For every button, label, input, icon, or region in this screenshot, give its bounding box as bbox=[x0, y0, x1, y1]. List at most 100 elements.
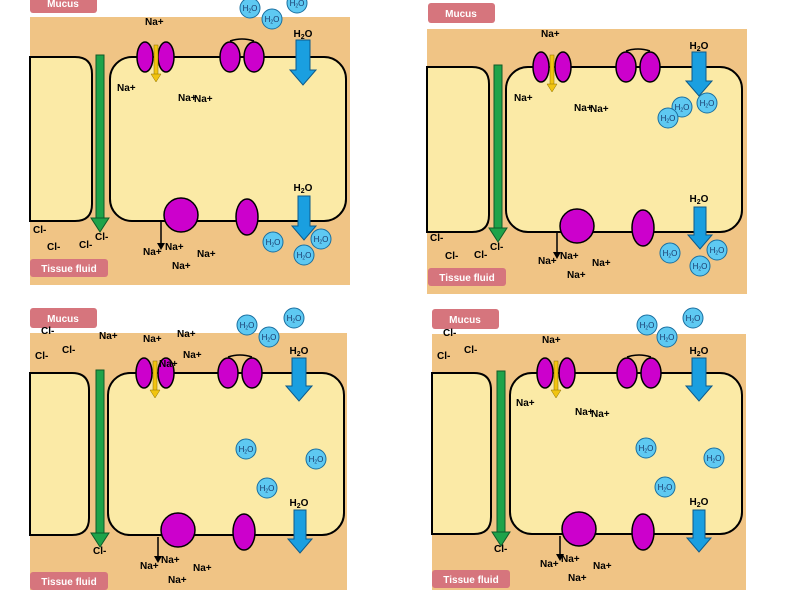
na-ion-label: Na+ bbox=[161, 555, 180, 566]
blue-arrow-bottom bbox=[686, 206, 714, 250]
na-ion-label: Na+ bbox=[178, 93, 197, 104]
mucus-label: Mucus bbox=[445, 9, 477, 20]
water-molecule bbox=[262, 231, 284, 253]
water-label: H2O bbox=[690, 346, 709, 358]
water-molecule bbox=[283, 307, 305, 329]
left-cell bbox=[29, 56, 93, 222]
green-arrow bbox=[95, 369, 105, 536]
na-channel bbox=[136, 41, 154, 73]
water-label: H2O bbox=[290, 346, 309, 358]
mucus-label-box bbox=[30, 308, 97, 328]
water-molecule bbox=[258, 326, 280, 348]
na-ion-label: Na+ bbox=[540, 559, 559, 570]
na-channel bbox=[536, 357, 554, 389]
green-arrow-head bbox=[90, 217, 110, 233]
yellow-arrow-head bbox=[550, 389, 562, 399]
panel-bottom-left: Mucus H2O H2O Tissue fluid Na+Na+Na+Na+N… bbox=[29, 307, 347, 590]
na-ion-label: Na+ bbox=[561, 554, 580, 565]
na-ion-label: Na+ bbox=[143, 247, 162, 258]
water-molecule bbox=[682, 307, 704, 329]
cl-ion-label: Cl- bbox=[62, 345, 75, 356]
na-channel bbox=[532, 51, 550, 83]
water-channel bbox=[217, 357, 239, 389]
tissue-fluid-label-box bbox=[30, 572, 108, 590]
water-channel bbox=[243, 41, 265, 73]
panel-bottom-right: Mucus H2O H2O Tissue fluid Na+Na+Na+Na+N… bbox=[431, 307, 746, 590]
yellow-arrow-head bbox=[546, 83, 558, 93]
na-ion-label: Na+ bbox=[516, 398, 535, 409]
basal-channel bbox=[232, 513, 256, 551]
water-molecule bbox=[703, 447, 725, 469]
water-molecule bbox=[636, 314, 658, 336]
tissue-fluid-label: Tissue fluid bbox=[439, 273, 494, 284]
tissue-fluid-label-box bbox=[432, 570, 510, 588]
basal-channel bbox=[631, 209, 655, 247]
water-molecule bbox=[635, 437, 657, 459]
na-ion-label: Na+ bbox=[591, 409, 610, 420]
ion-labels: Na+Na+Na+Na+Na+Na+Na+Na+Na+Cl-Cl-Cl-Cl- bbox=[35, 326, 212, 586]
cl-ion-label: Cl- bbox=[430, 233, 443, 244]
na-ion-label: Na+ bbox=[159, 359, 178, 370]
cl-ion-label: Cl- bbox=[474, 250, 487, 261]
ion-labels: Na+Na+Na+Na+Na+Na+Na+Na+Cl-Cl-Cl-Cl- bbox=[430, 29, 611, 281]
basal-channel bbox=[631, 513, 655, 551]
mucus-label: Mucus bbox=[449, 315, 481, 326]
water-label: H2O bbox=[294, 183, 313, 195]
water-molecule bbox=[235, 438, 257, 460]
water-molecule bbox=[656, 326, 678, 348]
water-molecule bbox=[286, 0, 308, 14]
na-ion-label: Na+ bbox=[593, 561, 612, 572]
water-molecule bbox=[706, 239, 728, 261]
blue-arrow-bottom bbox=[290, 195, 318, 241]
water-channel bbox=[241, 357, 263, 389]
water-channel bbox=[640, 357, 662, 389]
cl-ion-label: Cl- bbox=[35, 351, 48, 362]
yellow-arrow bbox=[549, 54, 555, 86]
na-ion-label: Na+ bbox=[165, 242, 184, 253]
green-arrow bbox=[496, 370, 506, 535]
na-ion-label: Na+ bbox=[183, 350, 202, 361]
na-ion-label: Na+ bbox=[193, 563, 212, 574]
channel-link bbox=[626, 354, 652, 358]
cl-ion-label: Cl- bbox=[445, 251, 458, 262]
mucus-label-box bbox=[432, 309, 499, 329]
na-ion-label: Na+ bbox=[592, 258, 611, 269]
na-ion-label: Na+ bbox=[590, 104, 609, 115]
water-molecule bbox=[305, 448, 327, 470]
tissue-fluid-label: Tissue fluid bbox=[41, 577, 96, 588]
left-cell bbox=[29, 372, 90, 536]
water-channel bbox=[219, 41, 241, 73]
black-arrow-head bbox=[157, 243, 165, 250]
tissue-fluid-label: Tissue fluid bbox=[443, 575, 498, 586]
tissue-fluid-label-box bbox=[428, 268, 506, 286]
green-arrow-head bbox=[488, 227, 508, 243]
yellow-arrow-head bbox=[150, 73, 162, 83]
na-ion-label: Na+ bbox=[575, 407, 594, 418]
na-channel bbox=[554, 51, 572, 83]
ion-labels: Na+Na+Na+Na+Na+Na+Na+Na+Cl-Cl-Cl-Cl- bbox=[33, 17, 216, 272]
blue-arrow-top bbox=[684, 51, 714, 97]
cl-ion-label: Cl- bbox=[93, 546, 106, 557]
water-molecule bbox=[256, 477, 278, 499]
na-ion-label: Na+ bbox=[194, 94, 213, 105]
blue-arrow-top bbox=[284, 357, 314, 402]
mucus-label-box bbox=[30, 0, 97, 13]
na-ion-label: Na+ bbox=[542, 335, 561, 346]
na-channel bbox=[157, 41, 175, 73]
water-channel bbox=[639, 51, 661, 83]
water-channel bbox=[616, 357, 638, 389]
water-channel bbox=[615, 51, 637, 83]
na-ion-label: Na+ bbox=[145, 17, 164, 28]
water-molecule bbox=[310, 228, 332, 250]
cl-ion-label: Cl- bbox=[33, 225, 46, 236]
yellow-arrow-head bbox=[149, 389, 161, 399]
black-arrow-head bbox=[553, 252, 561, 259]
na-ion-label: Na+ bbox=[574, 103, 593, 114]
green-arrow-head bbox=[491, 531, 511, 547]
tissue-fluid-label: Tissue fluid bbox=[41, 264, 96, 275]
green-arrow bbox=[493, 64, 503, 231]
water-label: H2O bbox=[690, 497, 709, 509]
mucus-label: Mucus bbox=[47, 0, 79, 10]
yellow-arrow bbox=[553, 360, 559, 392]
